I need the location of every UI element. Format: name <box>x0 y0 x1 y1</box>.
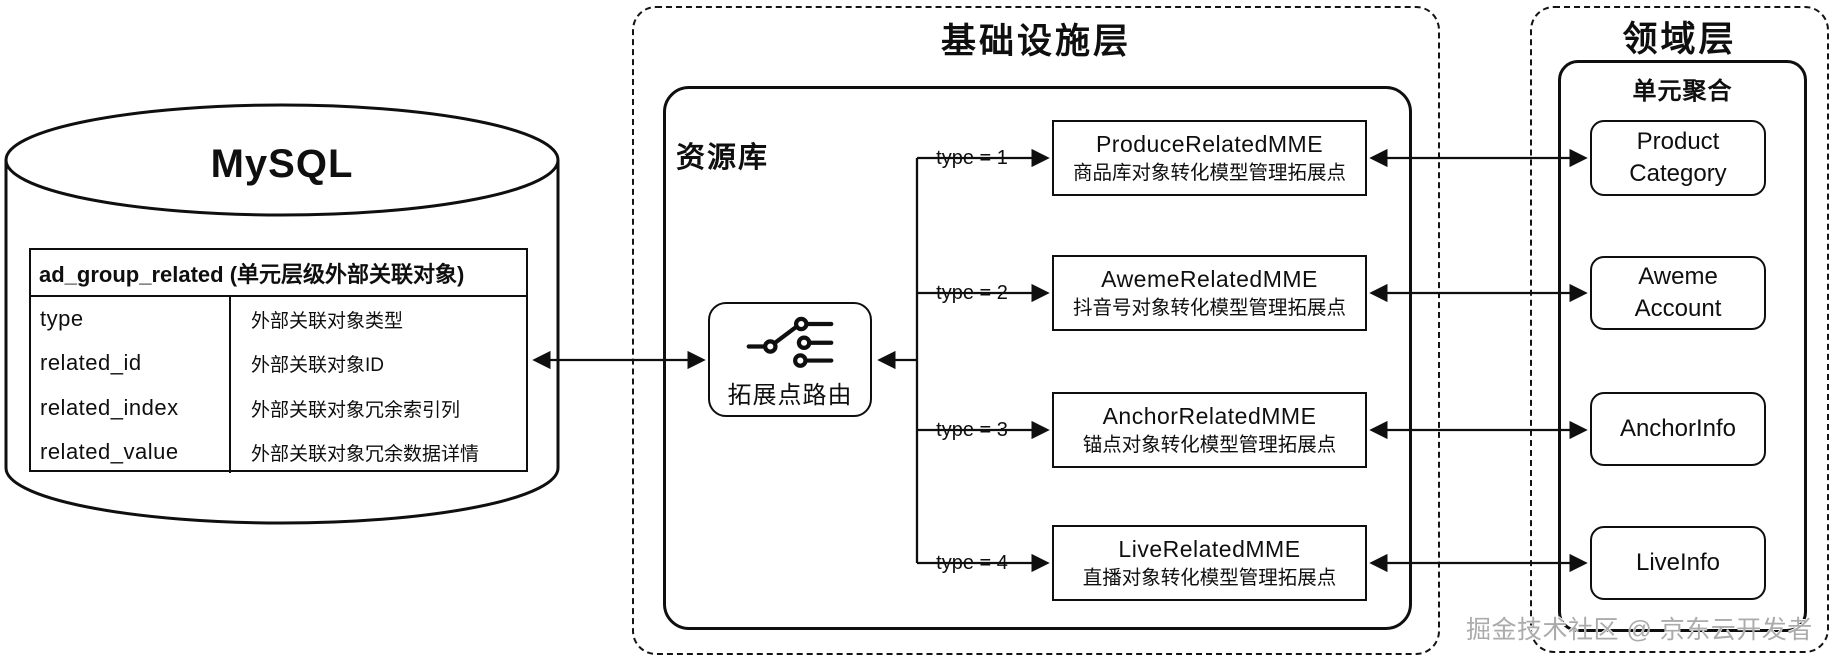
table-row: related_value 外部关联对象冗余数据详情 <box>31 430 526 474</box>
router-label: 拓展点路由 <box>727 382 853 409</box>
branch-condition-type-1: type = 1 <box>924 145 1020 171</box>
extension-desc: 锚点对象转化模型管理拓展点 <box>1082 434 1337 457</box>
field-desc: 外部关联对象冗余索引列 <box>251 399 461 421</box>
entity-live-info: LiveInfo <box>1590 526 1766 600</box>
entity-product-category: Product Category <box>1590 120 1766 196</box>
branch-condition-type-3: type = 3 <box>924 417 1020 443</box>
extension-name: AwemeRelatedMME <box>1101 266 1318 293</box>
extension-desc: 直播对象转化模型管理拓展点 <box>1082 567 1337 590</box>
extension-name: AnchorRelatedMME <box>1102 403 1317 430</box>
field-name: related_id <box>40 350 142 375</box>
mysql-title: MySQL <box>210 141 354 186</box>
unit-aggregate-title: 单元聚合 <box>1632 77 1733 105</box>
field-desc: 外部关联对象类型 <box>251 310 404 332</box>
repository-title: 资源库 <box>676 142 770 174</box>
field-desc: 外部关联对象冗余数据详情 <box>251 443 480 465</box>
table-body: type 外部关联对象类型 related_id 外部关联对象ID relate… <box>31 297 526 473</box>
watermark: 掘金技术社区 @ 京东云开发者 <box>1466 616 1813 644</box>
branch-condition-type-4: type = 4 <box>924 550 1020 576</box>
field-desc: 外部关联对象ID <box>251 354 385 376</box>
switch-route-icon <box>746 316 834 368</box>
table-row: related_id 外部关联对象ID <box>31 341 526 385</box>
field-name: type <box>40 306 84 331</box>
field-name: related_index <box>40 395 179 420</box>
table-row: related_index 外部关联对象冗余索引列 <box>31 386 526 430</box>
field-name: related_value <box>40 439 179 464</box>
table-row: type 外部关联对象类型 <box>31 297 526 341</box>
extension-desc: 商品库对象转化模型管理拓展点 <box>1072 162 1346 185</box>
ad-group-related-table: ad_group_related (单元层级外部关联对象) type 外部关联对… <box>29 248 528 473</box>
infrastructure-layer-title: 基础设施层 <box>940 21 1131 61</box>
extension-desc: 抖音号对象转化模型管理拓展点 <box>1072 297 1346 320</box>
entity-anchor-info: AnchorInfo <box>1590 392 1766 466</box>
extension-live-related-mme: LiveRelatedMME 直播对象转化模型管理拓展点 <box>1052 525 1367 601</box>
branch-condition-type-2: type = 2 <box>924 280 1020 306</box>
extension-point-router: 拓展点路由 <box>708 302 872 417</box>
extension-name: LiveRelatedMME <box>1118 536 1301 563</box>
entity-aweme-account: Aweme Account <box>1590 256 1766 330</box>
extension-aweme-related-mme: AwemeRelatedMME 抖音号对象转化模型管理拓展点 <box>1052 255 1367 331</box>
extension-produce-related-mme: ProduceRelatedMME 商品库对象转化模型管理拓展点 <box>1052 120 1367 196</box>
extension-name: ProduceRelatedMME <box>1095 131 1324 158</box>
domain-layer-title: 领域层 <box>1622 19 1737 59</box>
table-header: ad_group_related (单元层级外部关联对象) <box>31 250 526 297</box>
extension-anchor-related-mme: AnchorRelatedMME 锚点对象转化模型管理拓展点 <box>1052 392 1367 468</box>
